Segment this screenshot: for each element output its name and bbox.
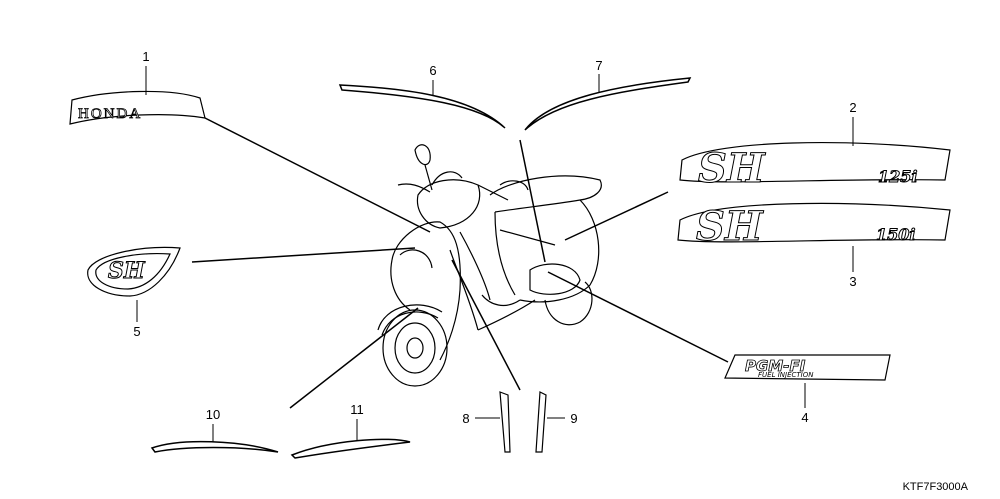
sh-125i-emblem: SH 125i	[679, 141, 951, 193]
sh-badge-text: SH	[108, 258, 146, 284]
leader-lines	[191, 117, 729, 409]
sh-150i-main-text: SH	[696, 203, 764, 250]
pgm-fi-text: PGM-FI	[745, 357, 806, 375]
callout-10: 10	[206, 407, 220, 422]
stripe-9	[535, 391, 547, 453]
diagram-code: KTF7F3000A	[903, 481, 969, 493]
callout-7: 7	[595, 58, 602, 73]
stripe-10	[150, 440, 279, 453]
honda-emblem: HONDA	[69, 90, 206, 125]
honda-text: HONDA	[78, 106, 142, 122]
callout-8: 8	[462, 411, 469, 426]
callout-4: 4	[801, 410, 808, 425]
callout-11: 11	[350, 402, 364, 417]
sh-150i-sub-text: 150i	[876, 225, 915, 244]
stripe-8	[499, 391, 511, 453]
sh-125i-main-text: SH	[698, 145, 766, 192]
fuel-injection-text: FUEL INJECTION	[758, 371, 814, 379]
sh-badge-emblem: SH	[87, 246, 181, 297]
callout-9: 9	[570, 411, 577, 426]
stripe-6	[338, 84, 506, 129]
stripe-7	[524, 77, 692, 131]
callout-2: 2	[849, 100, 856, 115]
callout-3: 3	[849, 274, 856, 289]
sh-150i-emblem: SH 150i	[677, 203, 951, 251]
stripe-11	[290, 438, 411, 459]
callout-6: 6	[429, 63, 436, 78]
callout-5: 5	[133, 324, 140, 339]
pgm-fi-emblem: PGM-FI FUEL INJECTION	[724, 354, 891, 381]
callout-numbers: 1 2 3 4 5 6 7 8 9 10 11	[133, 49, 856, 426]
callout-ticks	[136, 66, 854, 442]
callout-1: 1	[142, 49, 149, 64]
sh-125i-sub-text: 125i	[878, 167, 917, 186]
scooter-illustration	[377, 144, 602, 387]
